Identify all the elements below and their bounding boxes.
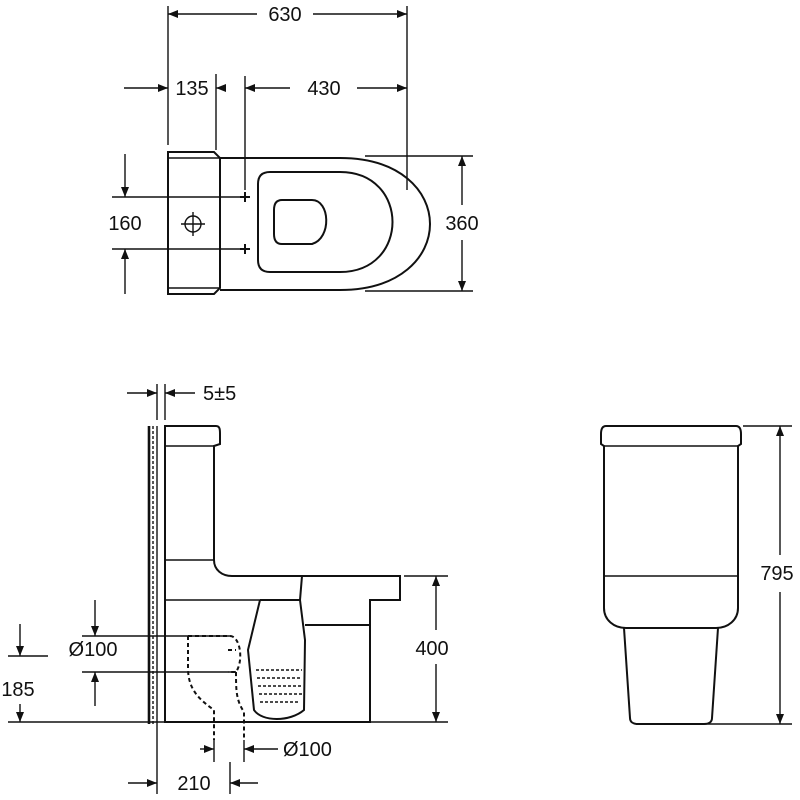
dimension-fixing-span: 160 <box>108 154 240 294</box>
dimension-floor-outlet-distance: 210 <box>128 724 258 795</box>
overall-depth-label: 360 <box>445 213 478 235</box>
front-view: 795 <box>600 425 794 725</box>
dimension-bowl-length: 430 <box>244 76 407 190</box>
trap-side <box>246 599 307 720</box>
water-hatch <box>256 669 302 703</box>
dimension-waste-height: 185 <box>1 624 48 722</box>
dimension-waste-diameter-floor: Ø100 <box>200 739 332 762</box>
tank-depth-label: 135 <box>175 78 208 100</box>
bowl-rim-top <box>257 171 394 273</box>
dimension-seat-height: 400 <box>380 575 449 723</box>
pedestal-front <box>623 627 719 725</box>
fixing-span-label: 160 <box>108 213 141 235</box>
bowl-length-label: 430 <box>307 78 340 100</box>
floor-outlet-distance-label: 210 <box>177 773 210 795</box>
wall-hatch <box>147 426 158 724</box>
dimension-waste-diameter-rear: Ø100 <box>69 600 236 706</box>
overall-width-label: 630 <box>268 4 301 26</box>
dimension-overall-height: 795 <box>712 425 794 725</box>
cistern-top <box>167 151 221 295</box>
waste-diameter-rear-label: Ø100 <box>69 639 118 661</box>
dimension-wall-gap: 5±5 <box>127 383 236 420</box>
top-view: 630 135 430 160 <box>108 4 479 295</box>
dimension-overall-depth: 360 <box>365 155 479 292</box>
bowl-outline-top <box>220 157 431 291</box>
fixing-points <box>240 192 250 254</box>
cistern-front <box>600 425 742 629</box>
waste-height-label: 185 <box>1 679 34 701</box>
outlet-pipe-dashed <box>187 635 245 740</box>
wall-gap-label: 5±5 <box>203 383 236 405</box>
waste-diameter-floor-label: Ø100 <box>283 739 332 761</box>
seat-height-label: 400 <box>415 638 448 660</box>
dimension-overall-width: 630 <box>167 4 408 190</box>
cistern-side <box>164 425 401 723</box>
bowl-opening-top <box>273 199 328 245</box>
overall-height-label: 795 <box>760 563 793 585</box>
dimension-tank-depth: 135 <box>124 74 226 150</box>
side-view: 5±5 Ø100 185 <box>1 383 448 795</box>
